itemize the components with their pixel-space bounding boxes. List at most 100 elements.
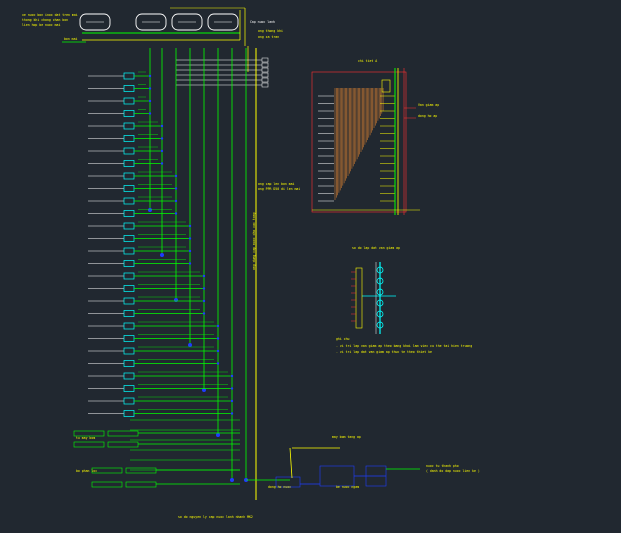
branch-valve [148,74,152,78]
branch-valve [160,137,164,140]
branch-valve [148,112,152,115]
detail-tag-1: Van giam ap [418,103,440,107]
fixture-box [123,272,135,280]
branch-valve [160,162,164,165]
tank-note-3: lien hop be nuoc mai [22,23,61,27]
branch-valve [188,237,192,240]
detail-title: chi tiet A [358,59,378,63]
main-caption: so do nguyen ly cap nuoc lanh nhanh MK2 [178,515,253,519]
fixture-box [123,235,135,242]
valve-assembly-node [376,321,384,329]
fixture-box [123,297,135,305]
valve-assembly-tag [355,267,363,329]
basement-fixture-b-4 [125,481,157,488]
fixture-box [123,97,135,105]
branch-valve [202,287,206,290]
branch-valve [216,349,220,353]
fixture-box [123,160,135,167]
fixture-box [123,222,135,230]
branch-valve [174,174,178,178]
tank-note: xe nuoc bon inox dat tren mai [22,13,78,17]
branch-valve [188,262,192,265]
branch-valve [174,212,178,215]
note-title: ghi chu [336,337,350,341]
ground-tank [319,465,355,487]
fixture-box [123,247,135,255]
inlet-box [365,465,387,487]
riser-valve [188,343,192,347]
valve-assembly-node [376,310,384,318]
branch-valve [230,399,234,403]
fixture-box [123,322,135,330]
riser-valve [230,478,234,482]
fixture-box [123,347,135,355]
pump-label: may bom tang ap [332,435,361,439]
supply-c-label: ong xa tran [258,35,280,39]
city-supply-2: ( danh do dap nuoc lien ke ) [426,469,480,473]
riser-note: ong cap len bon mai [258,182,295,186]
header-valve-box [261,57,269,63]
branch-valve [230,412,234,415]
roof-tank-2 [135,13,167,31]
branch-valve [188,249,192,253]
branch-valve [174,199,178,203]
fixture-box [123,197,135,205]
riser-valve [148,208,152,212]
fixture-box [123,385,135,392]
fixture-box [123,360,135,367]
roof-tag: bon mai [64,37,78,41]
basement-fixture-2 [73,441,105,448]
branch-valve [230,387,234,390]
fixture-box [123,185,135,192]
header-valve-box [261,82,269,88]
basement-fixture-3 [91,467,123,474]
fixture-box [123,397,135,405]
roof-tank-3 [171,13,203,31]
bottom-left-1: tu may bom [76,436,96,440]
basement-fixture-b-3 [125,467,157,474]
branch-valve [202,274,206,278]
water-meter [275,476,301,488]
fixture-box [123,310,135,317]
riser-valve [216,433,220,437]
fixture-box [123,172,135,180]
basement-fixture-b-2 [107,441,139,448]
fixture-box [123,335,135,342]
detail-frame [311,71,407,213]
valve-assembly-node [376,299,384,307]
header-valve-box [261,72,269,78]
branch-valve [160,124,164,128]
valve-assembly-node [376,266,384,274]
branch-valve [174,187,178,190]
branch-valve [230,374,234,378]
detail-valve [381,79,391,93]
riser-valve [174,298,178,302]
meter-label: dong ho nuoc [268,485,292,489]
basement-fixture-4 [91,481,123,488]
fixture-box [123,410,135,417]
branch-valve [216,362,220,365]
branch-valve [202,312,206,315]
fixture-box [123,135,135,142]
note-2: - vi tri lap dat van giam ap thuc te the… [336,350,432,354]
fixture-box [123,72,135,80]
header-valve-box [261,62,269,68]
fixture-box [123,285,135,292]
valve-assembly-node [376,288,384,296]
ground-tank-label: be nuoc ngam [336,485,360,489]
note-1: - vi tri lap van giam ap theo bang khoi … [336,344,473,348]
roof-tank-1 [79,13,111,31]
header-valve-box [261,77,269,83]
bottom-left-2: bo phan loc [76,469,98,473]
riser-valve [160,253,164,257]
valve-assembly-node [376,277,384,285]
basement-fixture-1 [73,430,105,437]
detail-caption: so do lap dat van giam ap [352,246,400,250]
supply-b-label: ong thong khi [258,29,283,33]
branch-valve [202,299,206,303]
branch-valve [216,337,220,340]
branch-valve [188,224,192,228]
vertical-riser-note: ong dung cap nuoc cho cac tang [252,212,256,270]
basement-fixture-b-1 [107,430,139,437]
